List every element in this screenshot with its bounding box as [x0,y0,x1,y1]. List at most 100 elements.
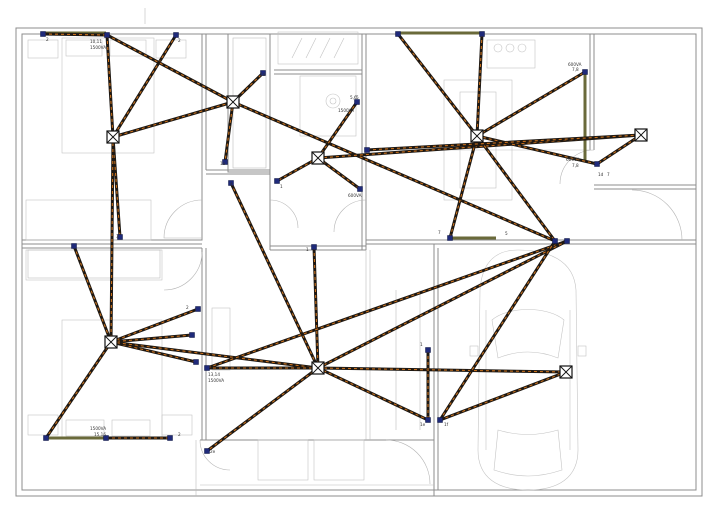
wire-run-37 [438,239,557,422]
label-sw-1f: 1f [444,422,449,427]
terminal-t12 [479,31,485,37]
label-laundry-outlet: 600VA [348,193,362,198]
label-sw-2d: 2 [178,432,181,437]
wire-run-9 [232,101,556,242]
label-kitchen-circuit-b: 7,8 [572,163,579,168]
wire-run-25 [109,307,200,344]
label-sw-1g: 1 [420,342,423,347]
terminal-t28 [425,417,431,423]
wire-run-4 [105,33,235,104]
junction-box-e [634,128,648,142]
outlet-switch-terminals [40,31,600,454]
wire-run-17 [476,71,586,137]
wire-run-18 [476,135,598,165]
wire-run-11 [276,157,319,182]
wire-run-19 [448,134,479,240]
terminal-t17 [564,238,570,244]
architecture-walls [15,8,703,497]
label-wet-circuit: 5,6 [350,95,357,100]
label-kitchen-outlet-b: 600VA [566,157,580,162]
wire-run-6 [224,101,234,163]
terminal-t3 [173,32,179,38]
terminal-t31 [364,147,370,153]
terminal-t16 [552,238,558,244]
wire-run-2 [112,34,177,138]
terminal-t25 [167,435,173,441]
junction-box-c [311,151,325,165]
junction-box-h [559,365,573,379]
annotation-labels: 10,11 1500VA 5,6 1500VA 600VA 600VA 7,8 … [46,37,610,454]
label-kitchen-circuit-a: 7,8 [572,67,579,72]
terminal-t7 [228,180,234,186]
wire-run-36 [317,240,568,369]
ceiling-junction-boxes [104,95,648,379]
label-bed1-outlet: 1500VA [90,45,106,50]
label-sw-2c: 2 [186,305,189,310]
label-sw-1c: 1 [306,247,309,252]
label-sw-1b: 1a [220,161,226,166]
label-sw-2a: 2 [46,37,49,42]
label-sw-7b: 7 [607,172,610,177]
terminal-t15 [447,235,453,241]
wire-run-10 [230,182,319,369]
terminal-t4 [260,70,266,76]
label-sw-1: 1 [280,184,283,189]
label-living-outlet: 1500VA [208,378,224,383]
wire-run-1 [106,34,114,138]
wire-run-29 [110,341,319,369]
wire-run-35 [206,240,568,369]
wire-run-38 [42,33,108,36]
wire-run-15 [396,32,479,138]
wire-run-32 [317,367,429,421]
wire-run-3 [112,101,234,138]
label-sw-7: 7 [438,230,441,235]
junction-box-a [106,130,120,144]
wire-run-22 [365,133,643,152]
wire-run-28 [45,341,112,439]
wiring-runs [41,32,643,453]
terminal-t13 [582,69,588,75]
terminal-t30 [425,347,431,353]
window-frames [44,31,587,440]
terminal-t22 [193,359,199,365]
door-swings [163,149,683,485]
wire-run-24 [73,245,112,343]
wire-run-34 [439,371,567,421]
terminal-t8 [274,178,280,184]
terminal-t26 [204,365,210,371]
label-sw-1e: 1e [420,422,426,427]
terminal-t29 [437,417,443,423]
label-kitchen-outlet-a: 600VA [568,62,582,67]
wire-run-8 [110,136,114,343]
terminal-t21 [189,332,195,338]
terminal-t6 [117,234,123,240]
terminal-t23 [43,435,49,441]
junction-box-b [226,95,240,109]
terminal-t24 [103,435,109,441]
wire-run-24 [72,244,113,344]
label-sw-5: 5 [505,231,508,236]
label-sw-2b: 2 [178,38,181,43]
terminal-t11 [395,31,401,37]
label-sw-4: 4 [230,182,233,187]
terminal-t20 [195,306,201,312]
terminal-t14 [594,161,600,167]
terminal-t2 [104,32,110,38]
wire-run-23 [313,246,319,369]
wire-run-21 [596,134,642,165]
junction-box-g [311,361,325,375]
terminal-t27 [204,448,210,454]
wire-run-7 [112,136,121,238]
label-sw-3: 3 [116,234,119,239]
label-sw-5b: 5 [356,95,359,100]
label-sw-1d: 1d [598,172,604,177]
terminal-t5 [222,159,228,165]
wire-run-33 [317,367,567,373]
label-sw-1a: 1a [260,72,266,77]
junction-box-d [470,129,484,143]
terminal-t1 [40,31,46,37]
junction-box-f [104,335,118,349]
terminal-t19 [71,243,77,249]
label-bed2-circuit: 15,16 [94,432,106,437]
